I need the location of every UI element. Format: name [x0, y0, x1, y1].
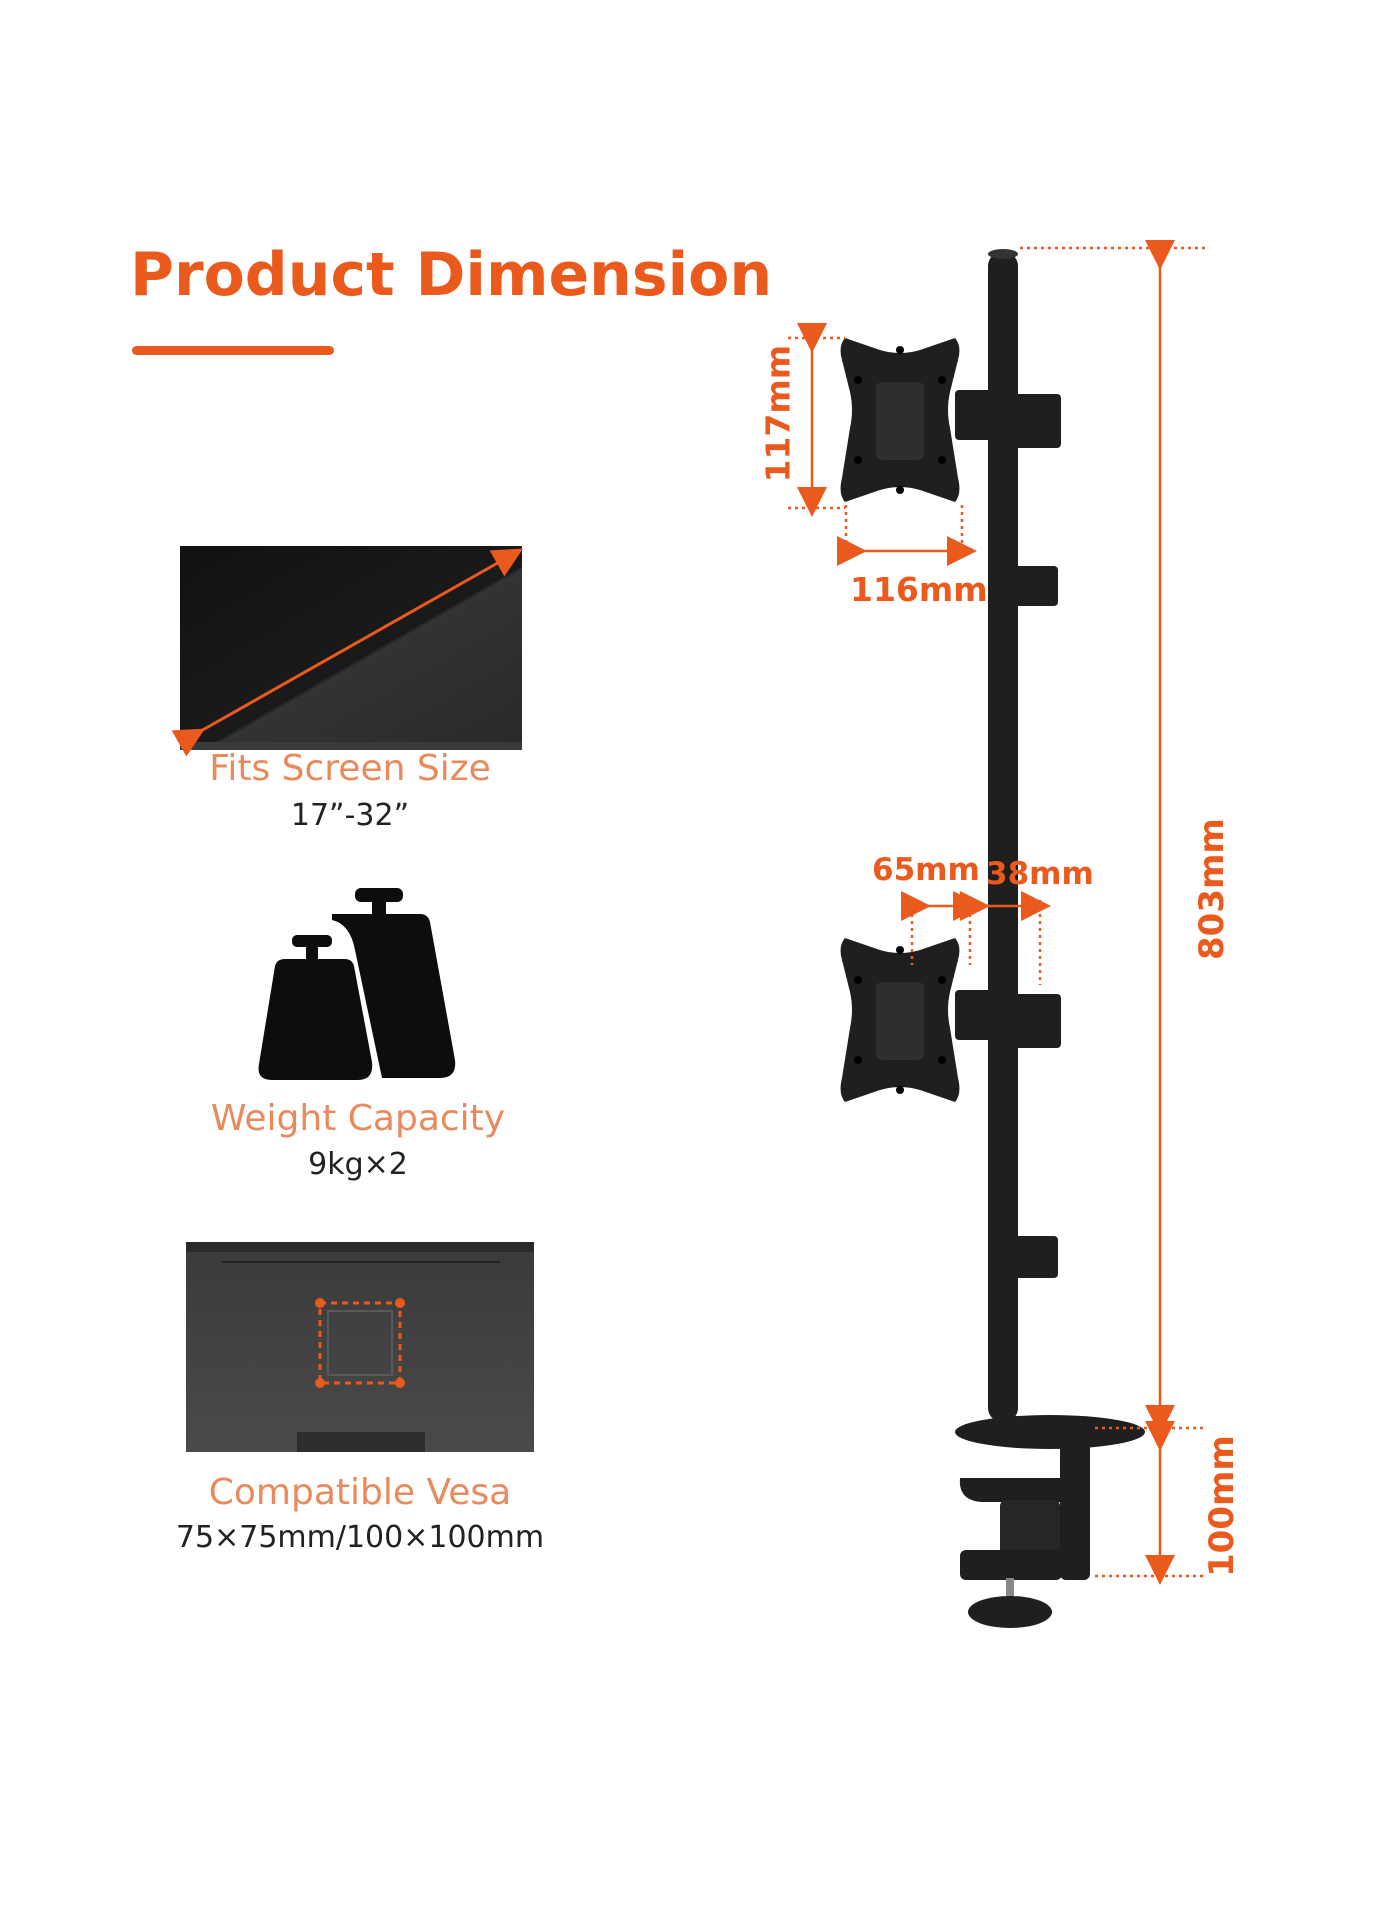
- dim-label-arm-offset-a: 65mm: [872, 852, 980, 888]
- page-title: Product Dimension: [130, 240, 773, 310]
- dim-label-vesa-height: 117mm: [758, 344, 798, 483]
- dim-label-arm-offset-b: 38mm: [986, 856, 1094, 892]
- title-underline: [132, 346, 334, 355]
- dim-label-clamp-height: 100mm: [1202, 1435, 1242, 1577]
- feature-value-screen-size: 17”-32”: [290, 798, 410, 833]
- feature-label-vesa: Compatible Vesa: [208, 1472, 512, 1513]
- feature-label-screen-size: Fits Screen Size: [209, 748, 491, 789]
- feature-value-weight-capacity: 9kg×2: [308, 1147, 408, 1182]
- dim-label-pole-height: 803mm: [1192, 818, 1232, 960]
- feature-value-vesa: 75×75mm/100×100mm: [175, 1520, 545, 1555]
- feature-label-weight-capacity: Weight Capacity: [210, 1098, 506, 1139]
- dim-label-vesa-width: 116mm: [850, 570, 988, 609]
